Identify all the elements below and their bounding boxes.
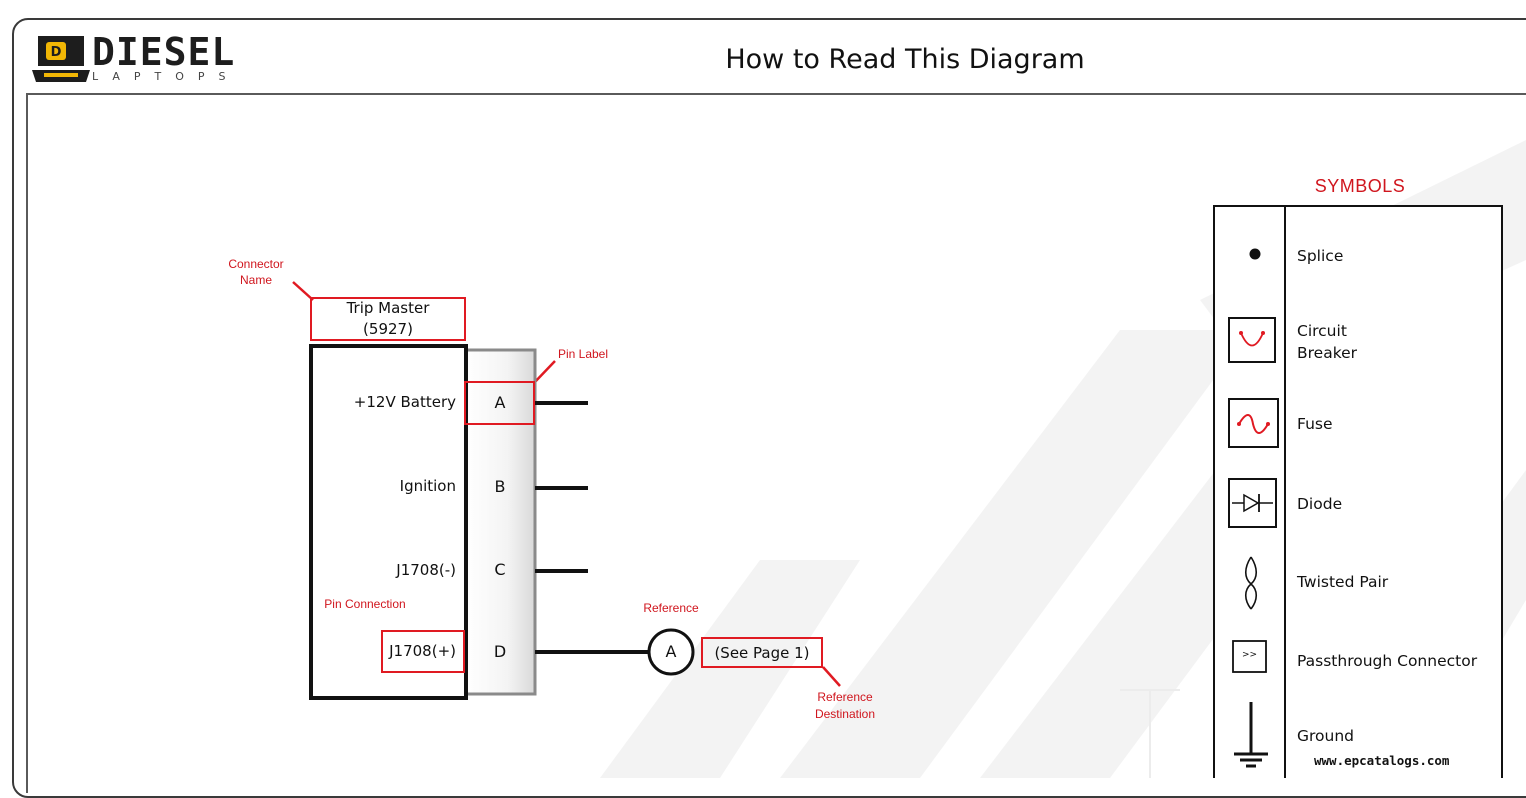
annotation-pin-label: Pin Label — [557, 347, 609, 361]
pin-b-label: B — [494, 477, 506, 496]
diesel-laptops-logo: D DIESEL LAPTOPS — [30, 30, 250, 86]
connector-name-box — [310, 297, 466, 341]
pin-label-highlight-box — [464, 381, 535, 425]
symbol-label-diode: Diode — [1297, 495, 1343, 513]
connector-diagram — [292, 281, 841, 700]
reference-destination: (See Page 1) — [714, 644, 810, 662]
reference-letter: A — [665, 642, 677, 661]
symbol-label-ground: Ground — [1297, 727, 1355, 745]
laptop-logo-icon: D — [32, 36, 90, 82]
reference-destination-box — [701, 637, 823, 668]
symbol-label-passthrough-connector: Passthrough Connector — [1297, 652, 1478, 670]
symbol-label-circuit-breaker-line2: Breaker — [1297, 344, 1358, 362]
connector-name-leader — [292, 281, 314, 301]
ground-icon — [1234, 702, 1268, 768]
symbol-label-fuse: Fuse — [1297, 415, 1333, 433]
logo-wordmark: DIESEL — [92, 30, 236, 74]
diagram-area-border — [26, 93, 1526, 793]
pin-d-signal: J1708(+) — [389, 642, 456, 660]
pin-d-label: D — [493, 642, 507, 661]
connector-body — [309, 344, 468, 700]
svg-text:D: D — [51, 45, 62, 60]
annotation-connector-name-line1: Connector — [228, 257, 284, 271]
pin-connection-highlight-box — [381, 630, 465, 673]
pin-c-label: C — [494, 560, 506, 579]
pin-block — [463, 348, 537, 696]
page-title: How to Read This Diagram — [725, 44, 1085, 75]
splice-icon — [1249, 248, 1261, 260]
symbol-label-splice: Splice — [1297, 247, 1344, 265]
passthrough-connector-box — [1232, 640, 1267, 673]
passthrough-connector-glyph: >> — [1241, 650, 1258, 660]
pin-label-leader — [532, 360, 556, 385]
annotation-reference-destination-line2: Destination — [814, 707, 876, 721]
fuse-icon — [1228, 398, 1279, 448]
twisted-pair-icon — [1244, 556, 1258, 610]
symbol-label-circuit-breaker-line1: Circuit — [1297, 322, 1347, 340]
annotation-reference: Reference — [643, 601, 699, 615]
watermark-site-text: www.epcatalogs.com — [1314, 753, 1450, 768]
annotation-pin-connection: Pin Connection — [324, 597, 406, 611]
symbols-heading: SYMBOLS — [1314, 176, 1406, 196]
annotation-connector-name-line2: Name — [239, 273, 272, 287]
annotation-reference-destination-line1: Reference — [817, 690, 873, 704]
pin-a-signal: +12V Battery — [353, 393, 456, 411]
logo-subtitle: LAPTOPS — [92, 70, 240, 83]
circuit-breaker-icon — [1228, 317, 1276, 363]
connector-name-line1: Trip Master — [346, 299, 430, 317]
pin-c-signal: J1708(-) — [396, 561, 456, 579]
pin-b-signal: Ignition — [399, 477, 456, 495]
reference-circle — [647, 628, 695, 676]
connector-name-line2: (5927) — [363, 320, 413, 338]
symbol-label-twisted-pair: Twisted Pair — [1297, 573, 1389, 591]
pin-a-label: A — [494, 393, 506, 412]
reference-destination-leader — [822, 666, 841, 687]
symbols-legend-table — [1213, 205, 1503, 778]
diode-icon — [1228, 478, 1277, 528]
